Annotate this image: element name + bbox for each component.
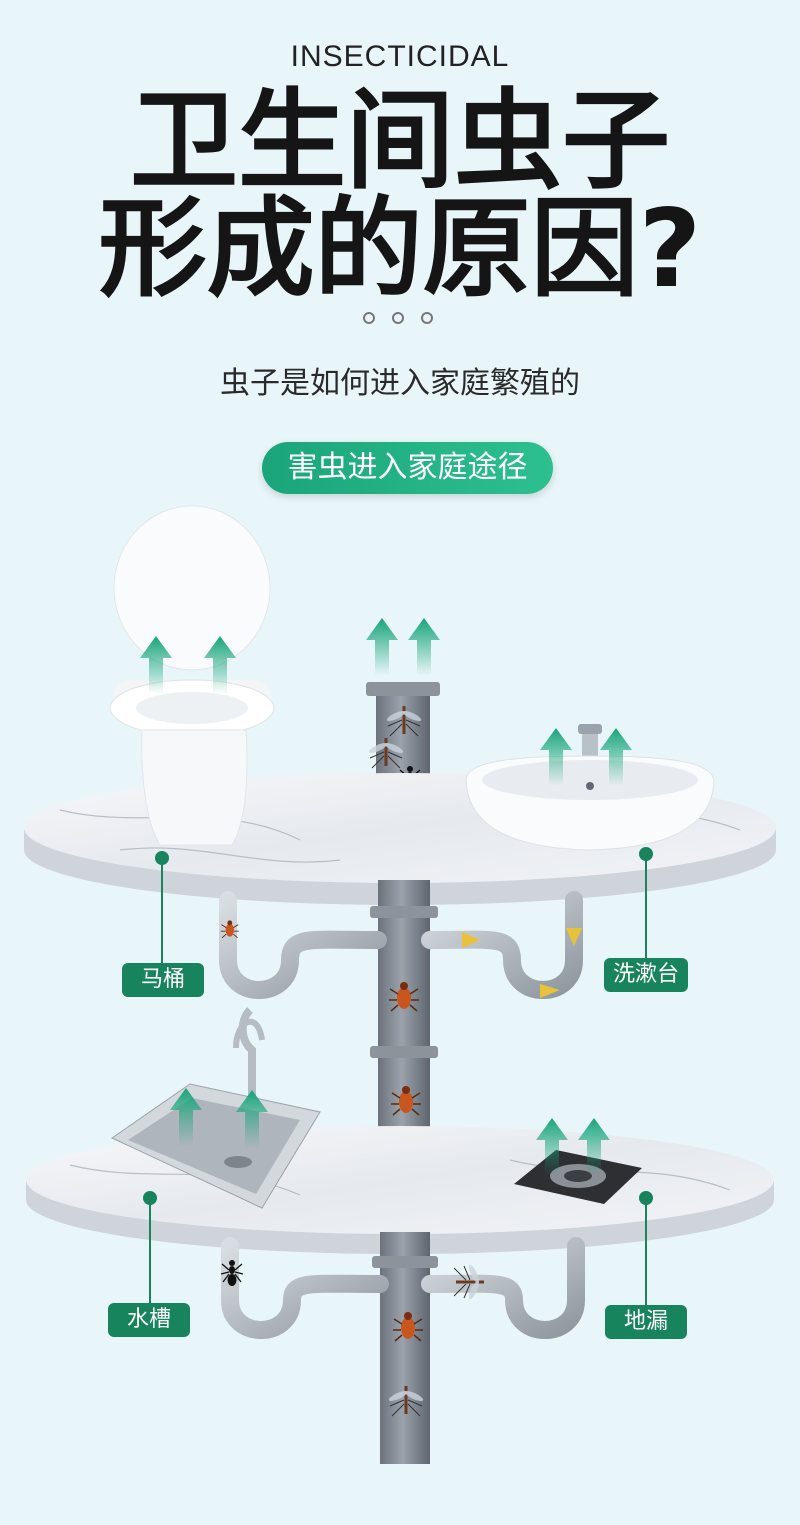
title-line-2: 形成的原因? <box>98 187 702 312</box>
floor-drain-trap-pipe <box>421 1237 585 1339</box>
sink-trap-pipe <box>221 1237 389 1339</box>
section-pill: 害虫进入家庭途径 <box>262 442 553 494</box>
toilet-illustration <box>109 505 275 846</box>
label-toilet: 马桶 <box>122 963 204 997</box>
washbasin-trap-pipe <box>421 891 583 999</box>
title-line-1: 卫生间虫子 <box>129 79 670 204</box>
leader-lines <box>143 847 653 1306</box>
label-floor-drain: 地漏 <box>605 1305 687 1339</box>
toilet-trap-pipe <box>219 891 387 999</box>
dot-icon <box>421 312 433 324</box>
label-sink: 水槽 <box>108 1303 190 1337</box>
dot-icon <box>392 312 404 324</box>
subtitle: 虫子是如何进入家庭繁殖的 <box>220 366 580 401</box>
eyebrow-text: INSECTICIDAL <box>290 40 510 73</box>
label-washbasin: 洗漱台 <box>604 958 688 992</box>
washbasin-illustration <box>465 724 715 851</box>
dot-icon <box>363 312 375 324</box>
pagination-dots <box>363 312 443 326</box>
lower-drain-pipe <box>372 1232 438 1464</box>
